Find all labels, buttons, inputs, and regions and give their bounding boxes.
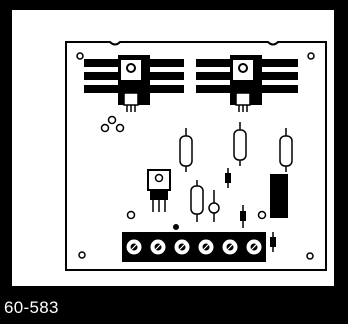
via-hole (257, 210, 267, 220)
part-number-label: 60-583 (4, 298, 59, 317)
ring-component (208, 202, 220, 214)
diode-d3 (270, 232, 276, 252)
via-hole (173, 224, 179, 230)
block-resistor (270, 174, 288, 218)
mounting-hole-bottom-right (306, 252, 314, 260)
diode-d1 (225, 168, 231, 188)
via-hole (100, 123, 110, 133)
via-hole (115, 123, 125, 133)
voltage-regulator-small (147, 169, 171, 212)
via-hole (126, 210, 136, 220)
voltage-regulator-right (231, 58, 255, 112)
capacitor-c2 (233, 122, 247, 166)
board-outline (65, 41, 327, 271)
capacitor-c3 (279, 128, 293, 172)
mounting-hole-bottom-left (78, 251, 86, 259)
terminal-block (122, 232, 266, 262)
via-hole (107, 115, 117, 125)
voltage-regulator-left (119, 58, 143, 112)
mounting-hole-top-right (307, 52, 315, 60)
diode-d2 (240, 205, 246, 228)
capacitor-c1 (179, 128, 193, 172)
mounting-hole-top-left (76, 52, 84, 60)
capacitor-c4 (190, 180, 204, 222)
